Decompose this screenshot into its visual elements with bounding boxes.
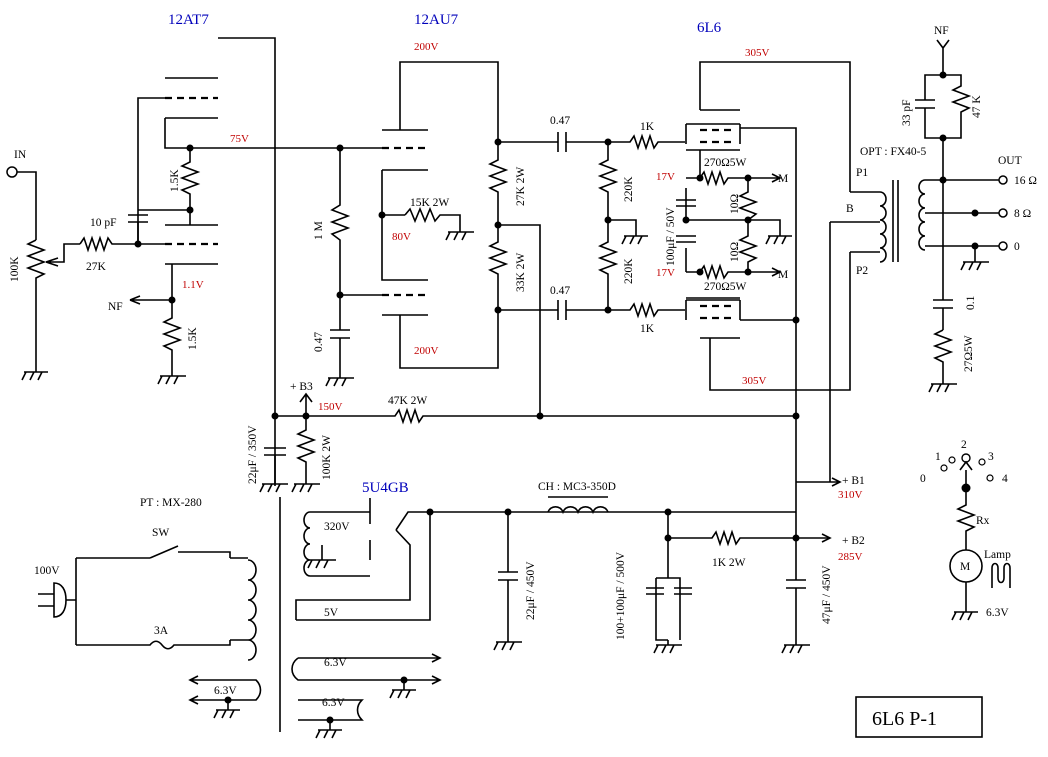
- volt-v2-plate-a: 200V: [414, 41, 439, 53]
- label-mains: 100V: [34, 565, 60, 577]
- label-fil63c: 6.3V: [214, 685, 237, 697]
- label-vol-pot: 100K: [9, 256, 21, 282]
- tube-v1-label: 12AT7: [168, 12, 209, 28]
- volt-screen-bottom: 305V: [742, 375, 767, 387]
- diagram-title: 6L6 P-1: [872, 708, 937, 730]
- label-sel3: 3: [988, 451, 994, 463]
- label-p2: P2: [856, 265, 868, 277]
- label-hv: 320V: [324, 521, 350, 533]
- v3-stage: [597, 61, 851, 420]
- v2-stage: [325, 61, 608, 416]
- volt-cathode-top: 17V: [656, 171, 675, 183]
- label-b3: + B3: [290, 381, 313, 393]
- label-grid-stop-top: 1K: [640, 121, 655, 133]
- volt-screen-top: 305V: [745, 47, 770, 59]
- label-b2-res: 1K 2W: [712, 557, 746, 569]
- power-supply: [38, 420, 842, 739]
- label-b2: + B2: [842, 535, 865, 547]
- label-tap0: 0: [1014, 241, 1020, 253]
- label-sel1: 1: [935, 451, 941, 463]
- title-box: [855, 696, 983, 738]
- volt-v2-cathode: 80V: [392, 231, 411, 243]
- label-pt: PT : MX-280: [140, 497, 202, 509]
- label-sel4: 4: [1002, 473, 1008, 485]
- label-b3-cap: 22μF / 350V: [247, 425, 259, 484]
- label-rect-cap: 22μF / 450V: [525, 561, 537, 620]
- volt-cathode-bottom: 17V: [656, 267, 675, 279]
- label-zobel-res: 27Ω5W: [963, 335, 975, 372]
- label-out: OUT: [998, 155, 1022, 167]
- label-couple-cap1: 0.47: [313, 332, 325, 352]
- label-cath-res-top: 270Ω5W: [704, 157, 747, 169]
- label-meter-top: M: [778, 173, 788, 185]
- output-transformer: [829, 39, 1008, 482]
- volt-b1: 310V: [838, 489, 863, 501]
- label-lamp: Lamp: [984, 549, 1011, 561]
- tube-rect-label: 5U4GB: [362, 480, 409, 496]
- volt-v1-cathode: 1.1V: [182, 279, 204, 291]
- label-b1: + B1: [842, 475, 865, 487]
- label-nf-in: NF: [108, 301, 123, 313]
- label-meter-r-top: 10Ω: [729, 194, 741, 214]
- label-fil5: 5V: [324, 607, 339, 619]
- label-sel2: 2: [961, 439, 967, 451]
- label-zobel-cap: 0.1: [965, 295, 977, 310]
- label-b: B: [846, 203, 854, 215]
- label-choke: CH : MC3-350D: [538, 481, 616, 493]
- label-couple-bottom: 0.47: [550, 285, 570, 297]
- label-bias-r-top: 220K: [623, 176, 635, 202]
- out-16-terminal[interactable]: [998, 175, 1008, 185]
- volt-b2: 285V: [838, 551, 863, 563]
- meter-selector: [940, 453, 1011, 621]
- label-nf-cap: 33 pF: [901, 99, 913, 126]
- label-b3-res: 100K 2W: [321, 435, 333, 480]
- label-nf-out: NF: [934, 25, 949, 37]
- label-plate-r2b: 33K 2W: [515, 253, 527, 292]
- tube-v2-label: 12AU7: [414, 12, 459, 28]
- label-lamp-v: 6.3V: [986, 607, 1009, 619]
- label-opt: OPT : FX40-5: [860, 146, 926, 158]
- label-b2-cap: 47μF / 450V: [821, 565, 833, 624]
- label-couple-top: 0.47: [550, 115, 570, 127]
- volt-v2-plate-b: 200V: [414, 345, 439, 357]
- label-tap8: 8 Ω: [1014, 208, 1031, 220]
- label-meter-m: M: [960, 561, 970, 573]
- label-plate-r2a: 27K 2W: [515, 167, 527, 206]
- label-sw: SW: [152, 527, 169, 539]
- label-bias-r-bottom: 220K: [623, 258, 635, 284]
- label-cathode-r1: 1.5K: [187, 327, 199, 350]
- label-fil63b: 6.3V: [322, 697, 345, 709]
- label-cathode-cap: 100μF / 50V: [665, 207, 677, 266]
- label-tap16: 16 Ω: [1014, 175, 1037, 187]
- label-grid-r: 27K: [86, 261, 107, 273]
- label-rx: Rx: [976, 515, 990, 527]
- label-plate-r1: 1.5K: [169, 169, 181, 192]
- volt-v1-plate: 75V: [230, 133, 249, 145]
- label-cath-res-bottom: 270Ω5W: [704, 281, 747, 293]
- label-meter-bottom: M: [778, 269, 788, 281]
- out-0-terminal[interactable]: [998, 241, 1008, 251]
- input-jack[interactable]: [6, 166, 18, 178]
- label-comp-cap: 10 pF: [90, 217, 117, 229]
- label-grid-stop-bottom: 1K: [640, 323, 655, 335]
- label-fuse: 3A: [154, 625, 169, 637]
- label-drop-r: 47K 2W: [388, 395, 427, 407]
- label-grid-leak: 1 M: [313, 221, 325, 240]
- label-filter-cap: 100+100μF / 500V: [615, 551, 627, 640]
- label-sel0: 0: [920, 473, 926, 485]
- label-fil63a: 6.3V: [324, 657, 347, 669]
- label-nf-res: 47 K: [971, 95, 983, 118]
- label-p1: P1: [856, 167, 868, 179]
- v1-stage: [128, 37, 340, 486]
- input-section: [6, 166, 135, 381]
- label-cathode-r2: 15K 2W: [410, 197, 449, 209]
- label-input: IN: [14, 149, 27, 161]
- b3-rail: [259, 392, 800, 493]
- tube-v3-label: 6L6: [697, 20, 722, 36]
- out-8-terminal[interactable]: [998, 208, 1008, 218]
- volt-b3: 150V: [318, 401, 343, 413]
- label-meter-r-bottom: 10Ω: [729, 242, 741, 262]
